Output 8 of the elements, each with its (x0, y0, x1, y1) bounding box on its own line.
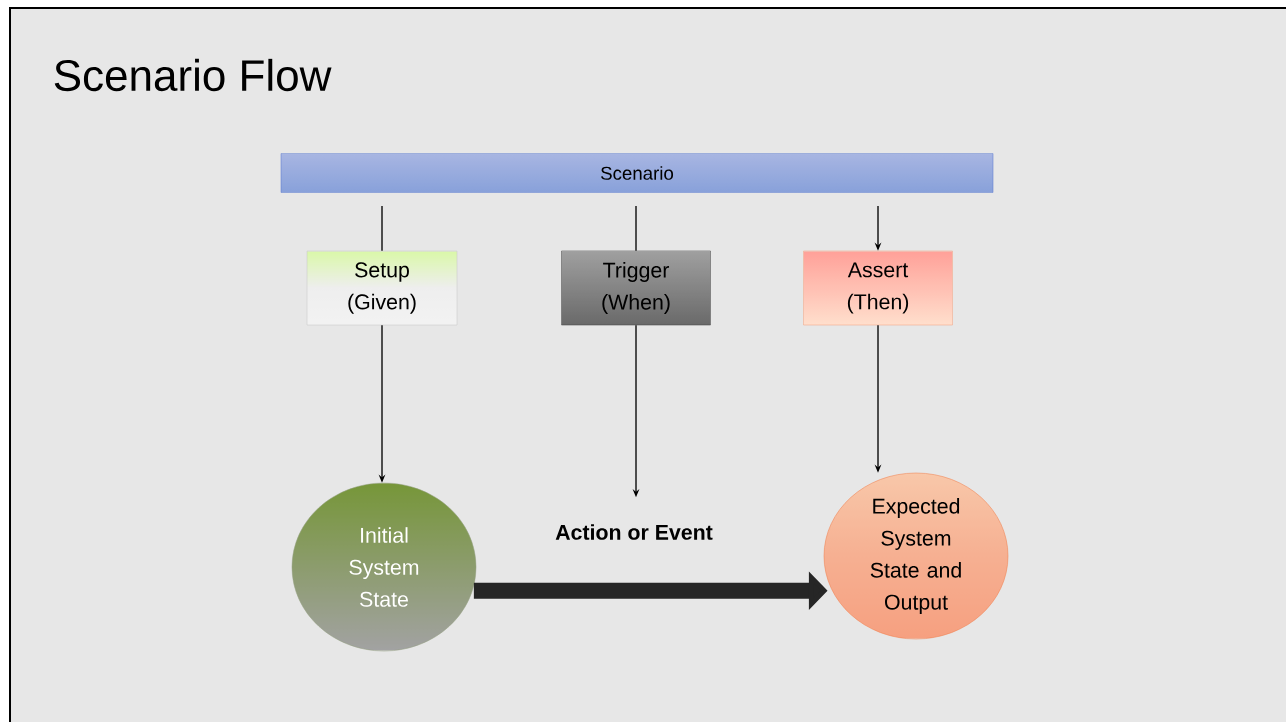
process-box: Trigger (When) (561, 250, 711, 326)
process-box: Setup (Given) (306, 250, 458, 326)
event-label: Action or Event (555, 524, 713, 540)
title: Scenario Flow (54, 58, 332, 92)
process-box: Assert (Then) (803, 250, 953, 326)
process-bar: Scenario (280, 153, 994, 193)
connector (381, 205, 383, 252)
connector (635, 205, 637, 252)
